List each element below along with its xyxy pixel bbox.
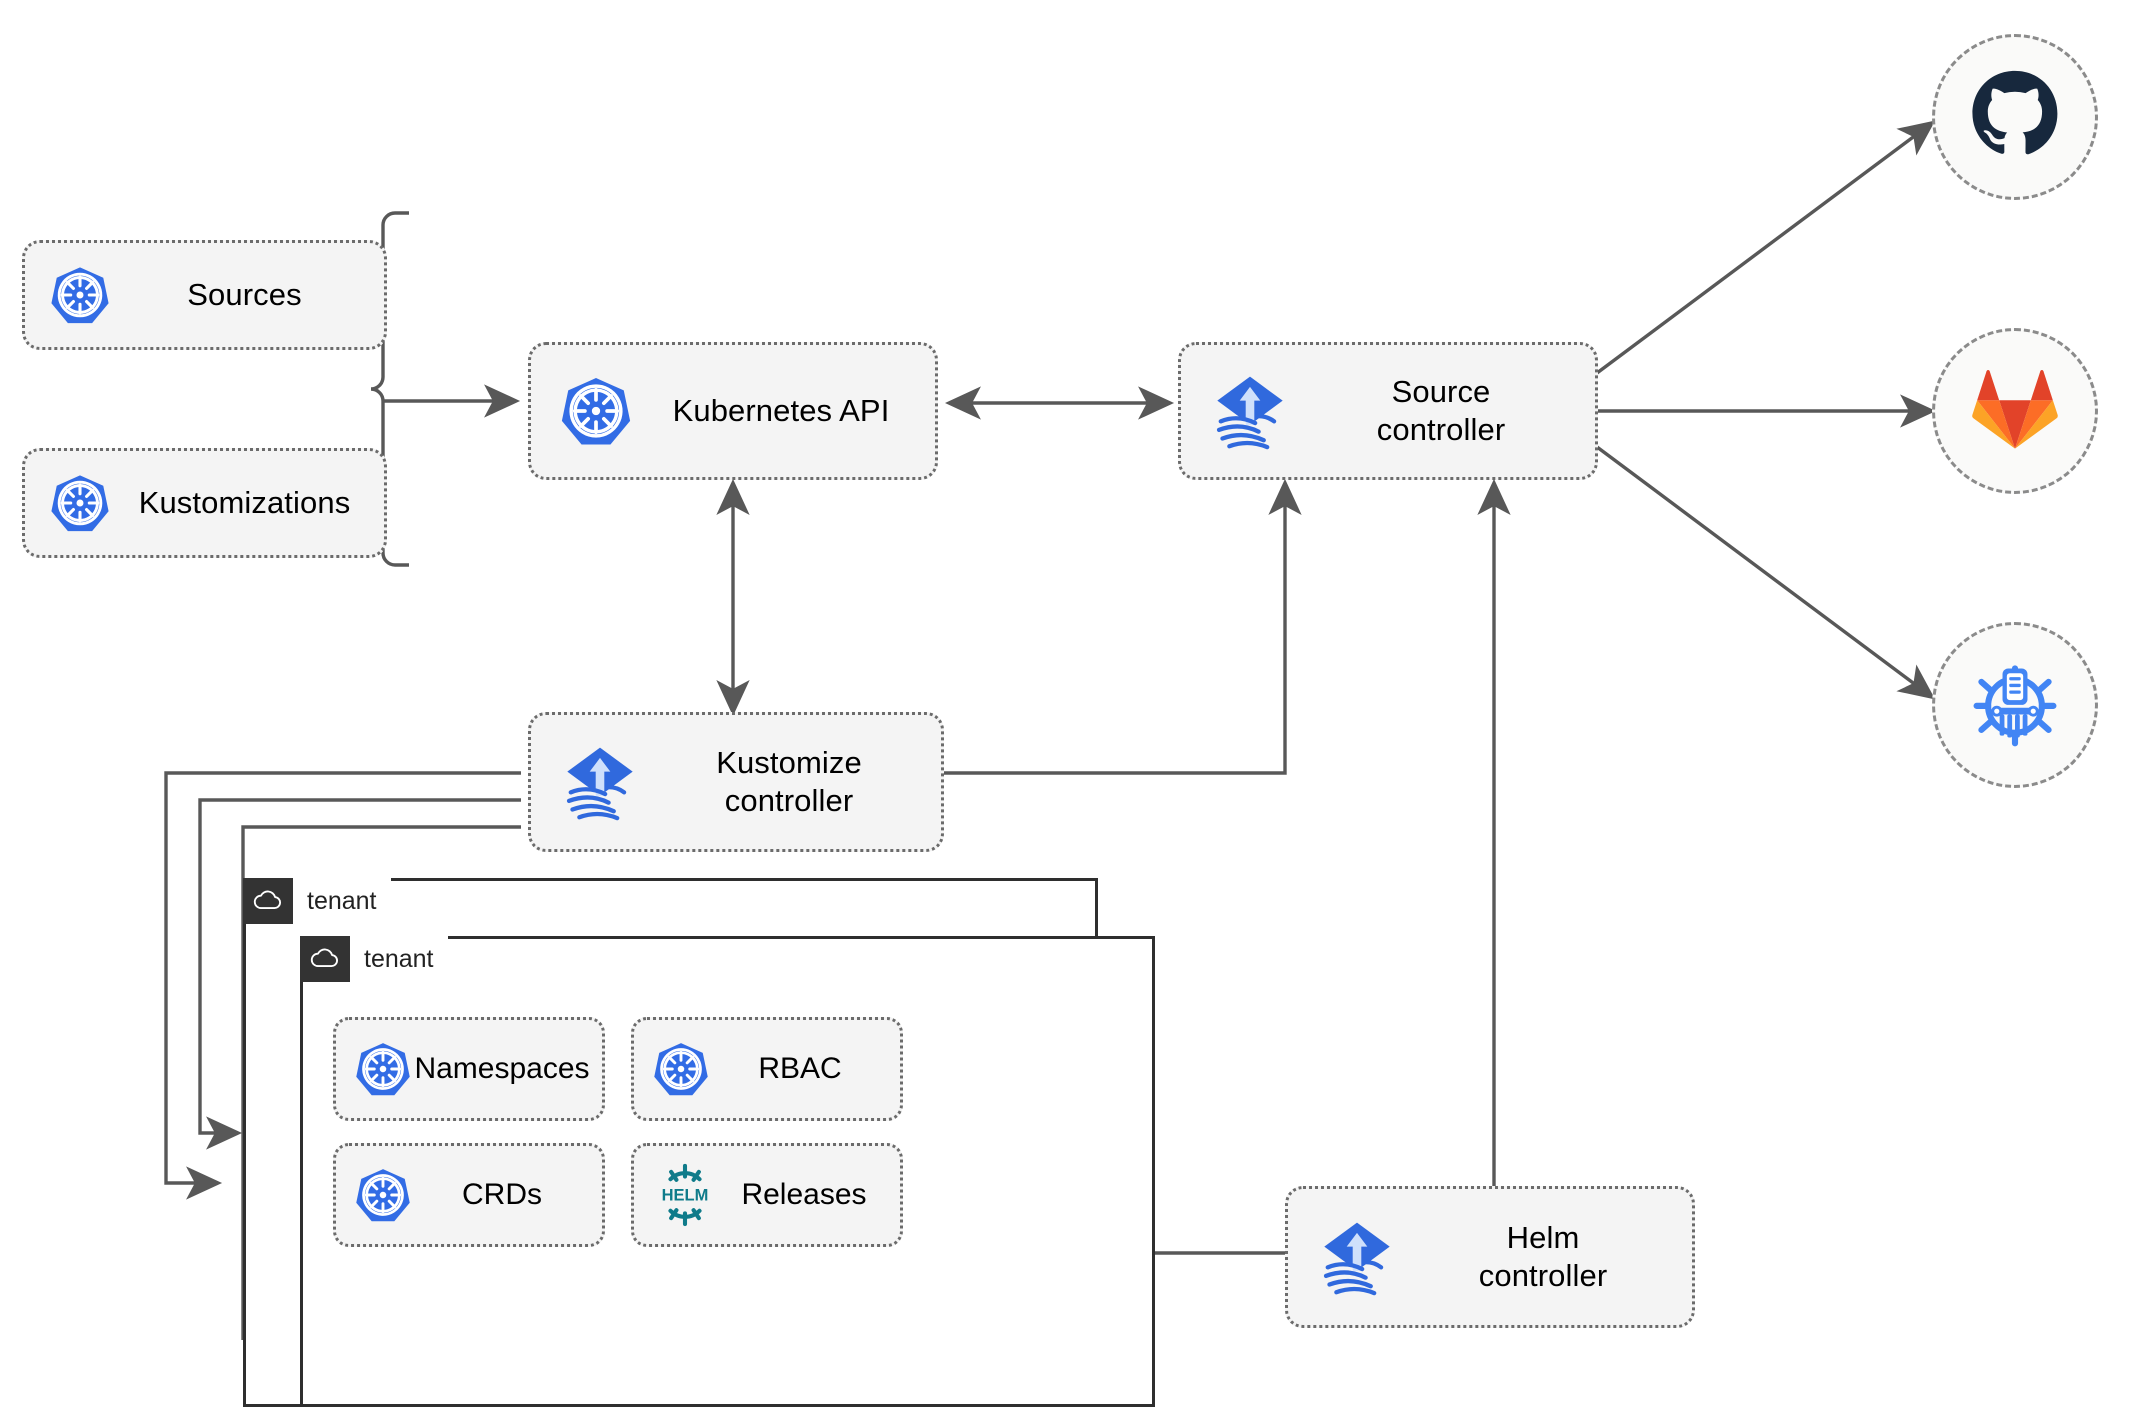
node-label: Kustomize controller [716, 745, 862, 818]
node-sources[interactable]: Sources [22, 240, 387, 350]
kubernetes-icon [25, 264, 111, 326]
node-source-controller[interactable]: Source controller [1178, 342, 1598, 480]
tenant-header: tenant [243, 878, 391, 924]
flux-icon [531, 739, 643, 825]
cloud-icon [300, 936, 350, 982]
flux-icon [1288, 1214, 1400, 1300]
kubernetes-icon [336, 1166, 412, 1224]
kubernetes-icon [25, 472, 111, 534]
resource-label: RBAC [758, 1052, 842, 1085]
node-helm-controller[interactable]: Helm controller [1285, 1186, 1695, 1328]
kubernetes-icon [531, 374, 633, 448]
kubernetes-icon [634, 1040, 710, 1098]
node-kubernetes-api[interactable]: Kubernetes API [528, 342, 938, 480]
endpoint-helm-charts[interactable] [1932, 622, 2098, 788]
helm-repo-icon [1967, 655, 2063, 756]
resource-label: CRDs [462, 1178, 542, 1211]
endpoint-github[interactable] [1932, 34, 2098, 200]
endpoint-gitlab[interactable] [1932, 328, 2098, 494]
node-label: Kustomizations [138, 485, 351, 521]
tenant-label: tenant [293, 878, 391, 924]
tenant-header: tenant [300, 936, 448, 982]
resource-releases[interactable]: HELM Releases [631, 1143, 903, 1247]
github-icon [1969, 69, 2061, 166]
node-label: Sources [187, 277, 302, 313]
node-label: Source controller [1376, 374, 1506, 447]
cloud-icon [243, 878, 293, 924]
kubernetes-icon [336, 1040, 412, 1098]
resource-namespaces[interactable]: Namespaces [333, 1017, 605, 1121]
flux-icon [1181, 368, 1293, 454]
resource-rbac[interactable]: RBAC [631, 1017, 903, 1121]
tenant-label: tenant [350, 936, 448, 982]
tenant-container-inner[interactable]: tenant [300, 936, 1155, 1407]
node-kustomizations[interactable]: Kustomizations [22, 448, 387, 558]
gitlab-icon [1971, 365, 2059, 458]
helm-icon: HELM [634, 1162, 718, 1228]
resource-label: Namespaces [414, 1052, 590, 1085]
node-label: Kubernetes API [672, 393, 890, 429]
resource-label: Releases [741, 1178, 867, 1211]
tenant-resource-grid: Namespaces [333, 1017, 903, 1247]
node-kustomize-controller[interactable]: Kustomize controller [528, 712, 944, 852]
helm-wordmark: HELM [662, 1186, 709, 1204]
resource-crds[interactable]: CRDs [333, 1143, 605, 1247]
node-label: Helm controller [1478, 1220, 1608, 1293]
